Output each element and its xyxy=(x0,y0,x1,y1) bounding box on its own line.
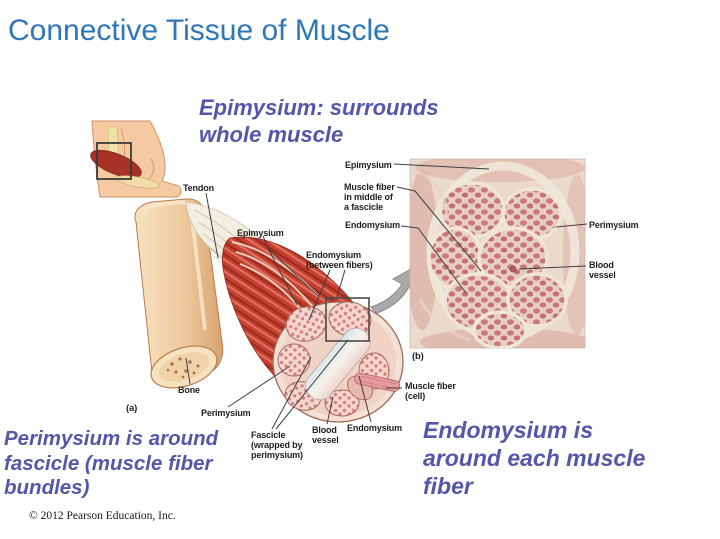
annotation-endomysium: Endomysium is around each muscle fiber xyxy=(423,416,645,500)
annotation-line: around each muscle xyxy=(423,445,646,471)
label-tendon: Tendon xyxy=(183,183,214,193)
annotation-line: Endomysium is xyxy=(423,417,593,443)
muscle-cross-section xyxy=(272,297,404,423)
micrograph-image xyxy=(409,158,586,349)
label-endomysium-b: Endomysium xyxy=(345,220,401,230)
annotation-line: fiber xyxy=(423,473,473,499)
arm-inset xyxy=(90,120,182,198)
label-blood-vessel-b: Blood vessel xyxy=(589,260,616,281)
panel-b-label: (b) xyxy=(412,351,424,362)
blood-vessel-spot xyxy=(509,265,517,273)
label-epimysium-a: Epimysium xyxy=(237,228,284,238)
label-perimysium-b: Perimysium xyxy=(589,220,639,230)
annotation-perimysium: Perimysium is around fascicle (muscle fi… xyxy=(4,427,218,501)
pulled-muscle-fiber xyxy=(354,372,401,392)
annotation-line: bundles) xyxy=(4,476,90,499)
label-fascicle: Fascicle (wrapped by perimysium) xyxy=(251,430,303,461)
label-muscle-fiber-cell: Muscle fiber (cell) xyxy=(405,381,456,402)
label-bone: Bone xyxy=(178,385,200,395)
label-blood-vessel-a: Blood vessel xyxy=(312,425,339,446)
annotation-line: whole muscle xyxy=(199,122,344,147)
bone-graphic xyxy=(134,198,224,389)
annotation-line: Epimysium: surrounds xyxy=(199,95,439,120)
annotation-epimysium: Epimysium: surrounds whole muscle xyxy=(199,94,439,148)
leader-lines xyxy=(185,163,588,430)
copyright-text: © 2012 Pearson Education, Inc. xyxy=(29,510,176,522)
label-endomysium-between: Endomysium (between fibers) xyxy=(306,250,373,271)
annotation-line: Perimysium is around xyxy=(4,427,219,450)
panel-a-label: (a) xyxy=(126,403,138,414)
label-endomysium-a: Endomysium xyxy=(347,423,403,433)
label-muscle-fiber-middle: Muscle fiber in middle of a fascicle xyxy=(344,182,395,213)
inset-highlight-box xyxy=(96,142,132,180)
label-epimysium-b: Epimysium xyxy=(345,160,392,170)
label-perimysium-a: Perimysium xyxy=(201,408,251,418)
page-title: Connective Tissue of Muscle xyxy=(8,14,390,47)
annotation-line: fascicle (muscle fiber xyxy=(4,451,213,475)
